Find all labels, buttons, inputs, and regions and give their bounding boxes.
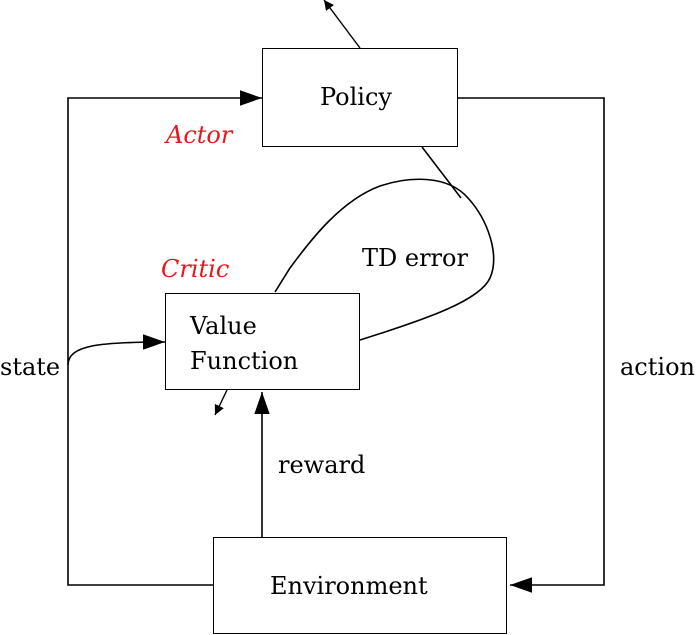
value-function-box <box>165 293 360 390</box>
state-label: state <box>0 353 61 381</box>
action-line <box>458 97 605 593</box>
environment-label: Environment <box>270 572 428 600</box>
environment-box <box>213 537 507 634</box>
state-to-policy-line <box>67 90 262 586</box>
action-label: action <box>620 353 695 381</box>
td-error-to-policy-line <box>421 146 462 199</box>
value-update-arrow <box>214 389 228 416</box>
reward-label: reward <box>278 451 366 479</box>
td-error-loop <box>274 178 495 341</box>
value-function-label-line1: Value <box>190 312 257 340</box>
policy-box <box>262 48 458 147</box>
actor-label: Actor <box>166 121 233 149</box>
value-function-label-line2: Function <box>190 347 299 375</box>
policy-label: Policy <box>320 83 392 111</box>
state-to-value-line <box>67 334 166 366</box>
td-error-label: TD error <box>362 244 468 272</box>
critic-label: Critic <box>161 255 230 283</box>
policy-update-arrow <box>323 0 361 49</box>
